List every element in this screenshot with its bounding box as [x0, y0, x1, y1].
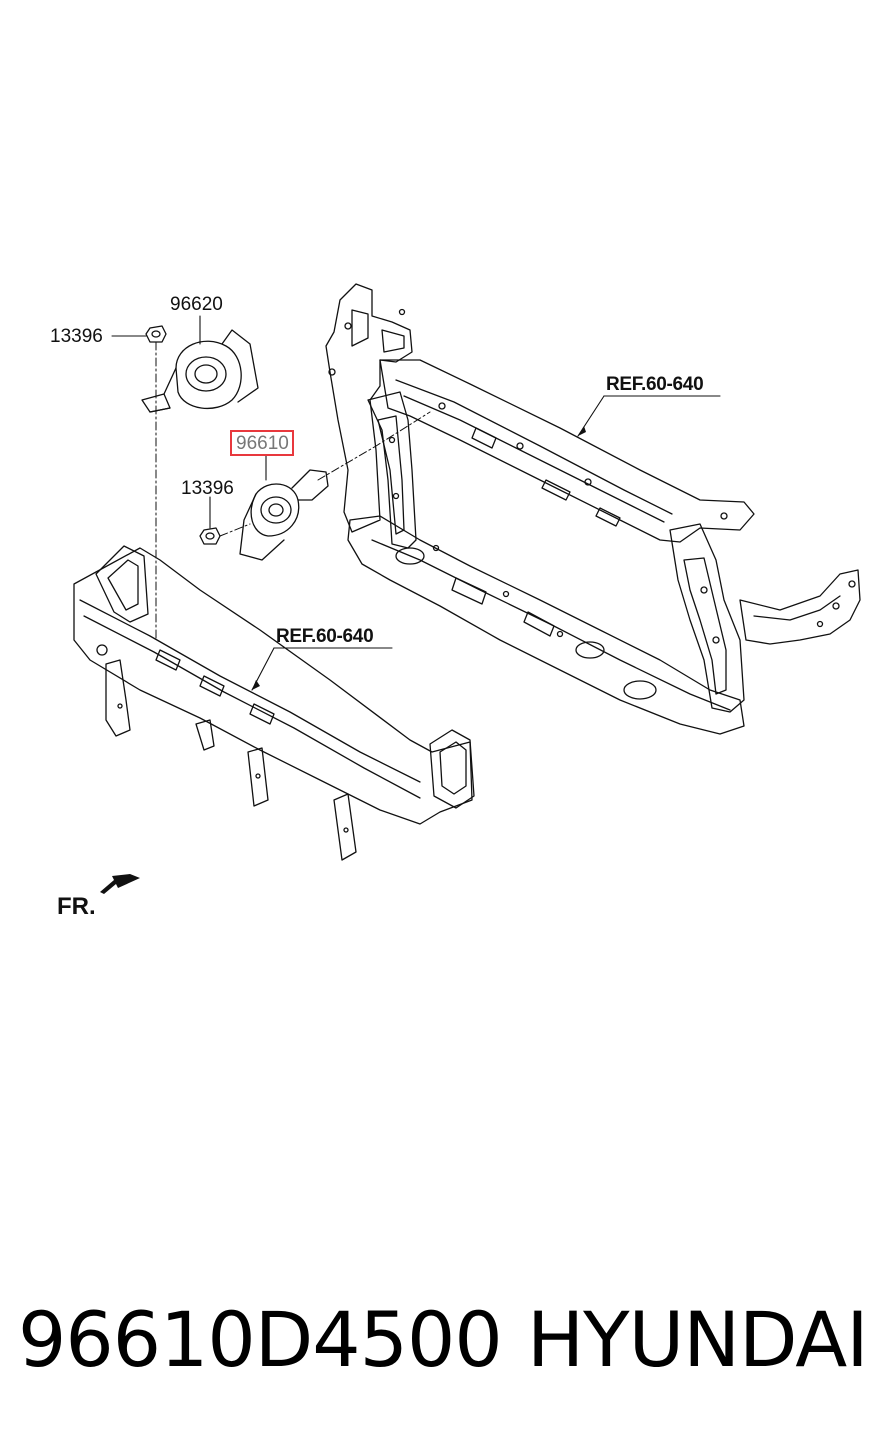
callout-ref-upper: REF.60-640	[606, 374, 704, 395]
parts-diagram	[73, 283, 861, 894]
leader-lines	[111, 315, 721, 691]
radiator-support-carrier	[325, 283, 861, 735]
callout-ref-lower: REF.60-640	[276, 626, 374, 647]
footer-caption: 96610D4500 HYUNDAI	[0, 1295, 886, 1395]
nut-upper	[145, 325, 167, 343]
callout-horn-high: 96620	[170, 294, 223, 315]
callout-horn-low-highlighted: 96610	[230, 430, 294, 456]
callout-nut-upper: 13396	[50, 326, 103, 347]
assembly-lines	[155, 341, 431, 641]
callout-nut-lower: 13396	[181, 478, 234, 499]
part-number: 96610D4500	[18, 1295, 503, 1384]
front-bumper-beam	[73, 545, 475, 861]
horn-high-assembly	[141, 329, 259, 413]
brand-name: HYUNDAI	[527, 1295, 869, 1384]
front-marker-label: FR.	[57, 893, 96, 920]
nut-lower	[199, 527, 221, 545]
front-arrow-icon	[100, 874, 140, 894]
horn-low-assembly	[239, 469, 329, 561]
